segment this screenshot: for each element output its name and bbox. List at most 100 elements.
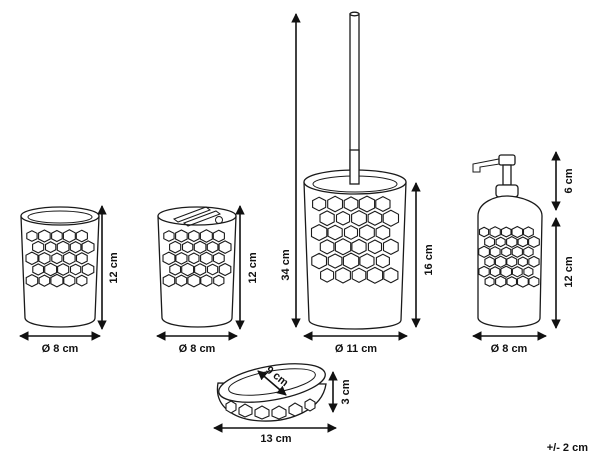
soap-dish-height-label: 3 cm — [340, 379, 352, 404]
hex-cell — [81, 262, 95, 277]
hex-cell — [528, 275, 540, 288]
hex-cell — [489, 246, 501, 258]
hex-cell — [194, 263, 207, 276]
hex-cell — [517, 256, 528, 268]
pump-collar — [495, 184, 519, 198]
hex-cell — [343, 196, 359, 212]
hex-cell — [500, 226, 512, 238]
hex-cell — [494, 255, 507, 268]
hex-cell — [511, 265, 523, 278]
hex-cell — [367, 210, 383, 226]
hex-cell — [44, 241, 57, 254]
hex-cell — [382, 209, 400, 227]
hex-cell — [335, 266, 351, 284]
tumbler-diameter-label: Ø 8 cm — [42, 343, 79, 355]
hex-cell — [358, 195, 376, 213]
soap-dish-inner-arrow — [257, 370, 287, 396]
toothbrush-holder-hex-pattern — [162, 229, 232, 288]
hex-cell — [312, 196, 327, 212]
hex-cell — [169, 263, 182, 276]
soap-dish-width-label: 13 cm — [260, 433, 291, 445]
hex-cell — [506, 276, 518, 288]
hex-cell — [528, 255, 540, 268]
hex-cell — [484, 236, 496, 248]
hex-cell — [169, 240, 182, 254]
hex-cell — [50, 273, 64, 288]
hex-cell — [310, 223, 328, 242]
hex-cell — [367, 239, 383, 255]
hex-cell — [319, 210, 335, 227]
pump-stem — [502, 164, 512, 186]
hex-cell — [213, 274, 225, 287]
hex-cell — [311, 252, 328, 270]
hex-cell — [38, 274, 51, 287]
hex-cell — [63, 274, 76, 288]
hex-cell — [51, 252, 63, 265]
hex-cell — [76, 274, 88, 287]
toilet-brush-diameter-label: Ø 11 cm — [335, 343, 377, 355]
tolerance-note: +/- 2 cm — [547, 442, 588, 454]
tumbler-rim — [20, 206, 100, 226]
hex-cell — [81, 240, 95, 255]
hex-cell — [32, 263, 45, 276]
hex-cell — [489, 266, 501, 278]
pump-height-label: 6 cm — [563, 168, 575, 193]
hex-cell — [528, 235, 540, 249]
hex-cell — [51, 229, 63, 243]
hex-cell — [320, 267, 335, 283]
hex-cell — [506, 255, 518, 268]
hex-cell — [75, 252, 88, 265]
hex-cell — [495, 275, 507, 288]
hex-cell — [63, 251, 76, 265]
hex-cell — [366, 266, 384, 284]
hex-cell — [506, 235, 518, 248]
hex-cell — [489, 226, 501, 238]
tumbler: 12 cm Ø 8 cm — [19, 205, 120, 355]
pump-head — [498, 154, 516, 166]
hex-cell — [523, 246, 534, 258]
hex-cell — [375, 195, 391, 213]
hex-cell — [57, 263, 70, 276]
hex-cell — [38, 229, 51, 243]
hex-cell — [359, 224, 375, 241]
hex-cell — [351, 267, 367, 284]
hex-cell — [382, 238, 399, 256]
soap-dish: 9 cm 3 cm 13 cm — [213, 363, 352, 445]
hex-cell — [188, 229, 200, 243]
hex-cell — [327, 195, 344, 213]
hex-cell — [484, 276, 495, 287]
hex-cell — [511, 245, 523, 258]
hex-cell — [162, 251, 176, 266]
hex-cell — [375, 253, 390, 269]
hex-cell — [516, 275, 529, 288]
hex-cell — [206, 240, 219, 254]
hex-cell — [62, 229, 76, 243]
hex-cell — [25, 251, 39, 266]
tumbler-opening — [27, 210, 93, 224]
hex-cell — [501, 246, 512, 258]
hex-cell — [206, 263, 219, 276]
hex-cell — [212, 229, 225, 243]
toothbrush-holder-height-label: 12 cm — [247, 252, 259, 283]
hex-cell — [44, 262, 58, 277]
hex-cell — [351, 238, 367, 255]
hex-cell — [342, 252, 360, 270]
hex-cell — [478, 226, 490, 238]
hex-cell — [181, 262, 195, 277]
hex-cell — [383, 267, 399, 284]
hex-cell — [218, 240, 232, 255]
hex-cell — [511, 225, 524, 239]
hex-cell — [218, 262, 232, 277]
dispenser-hex-pattern — [478, 225, 540, 288]
brush-handle-inner — [349, 149, 360, 185]
hex-cell — [327, 224, 343, 241]
hex-cell — [175, 251, 188, 265]
dispenser-diameter-label: Ø 8 cm — [491, 343, 528, 355]
hex-cell — [500, 265, 513, 278]
hex-cell — [478, 245, 490, 259]
hex-cell — [175, 229, 188, 243]
hex-cell — [343, 225, 359, 240]
hex-cell — [351, 209, 367, 227]
